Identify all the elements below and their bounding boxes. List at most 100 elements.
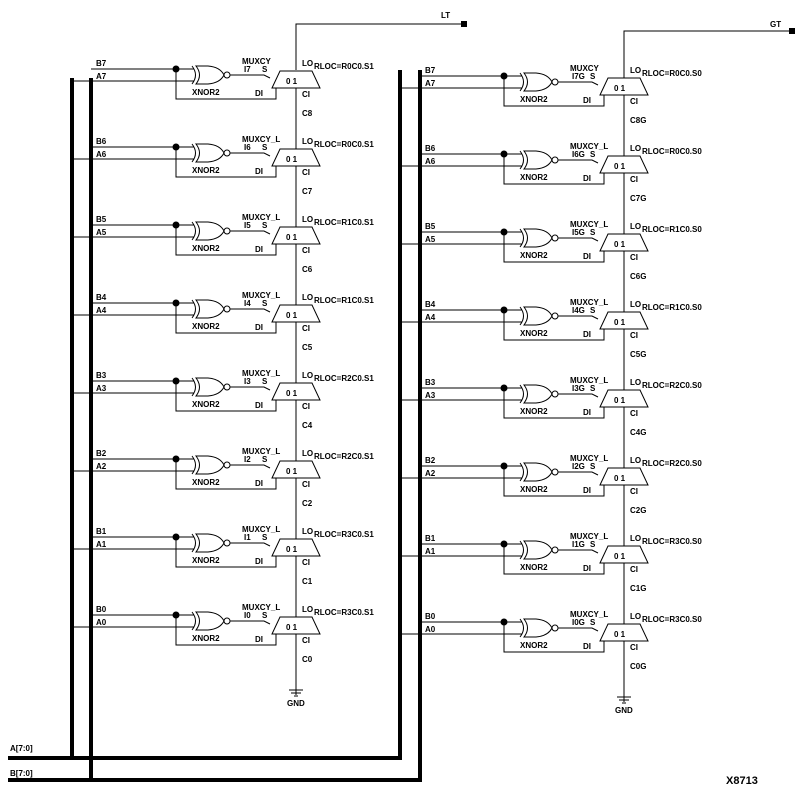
mux-name: MUXCY_L [242, 135, 280, 144]
xnor-label: XNOR2 [520, 173, 548, 182]
xnor-back-arc [191, 377, 196, 397]
xnor-output-label: I0 [244, 611, 251, 620]
di-label: DI [255, 167, 263, 176]
rloc-label: RLOC=R1C0.S1 [314, 218, 374, 227]
xnor-bubble [551, 390, 559, 398]
xnor-output-label: I5G [572, 228, 585, 237]
mux-name: MUXCY_L [570, 454, 608, 463]
xnor-bubble [551, 156, 559, 164]
rloc-label: RLOC=R3C0.S1 [314, 608, 374, 617]
di-wire [175, 303, 277, 334]
xnor-back-arc [191, 455, 196, 475]
di-label: DI [255, 557, 263, 566]
s-label: S [590, 150, 596, 159]
s-wire [230, 386, 271, 391]
xnor-gate [522, 540, 553, 560]
di-label: DI [583, 564, 591, 573]
s-label: S [590, 306, 596, 315]
xnor-bubble [223, 617, 231, 625]
mux-name: MUXCY_L [242, 213, 280, 222]
xnor-bubble [551, 624, 559, 632]
mux-name: MUXCY [242, 57, 272, 66]
mux-inputs-label: 0 1 [614, 396, 626, 405]
xnor-bubble [551, 78, 559, 86]
xnor-bubble [551, 546, 559, 554]
mux-name: MUXCY_L [242, 603, 280, 612]
mux-inputs-label: 0 1 [286, 389, 298, 398]
di-label: DI [255, 635, 263, 644]
di-wire [503, 76, 605, 107]
xnor-back-arc [519, 618, 524, 638]
rloc-label: RLOC=R1C0.S1 [314, 296, 374, 305]
bus-b-label: B[7:0] [10, 769, 33, 778]
lo-label: LO [630, 222, 641, 231]
xnor-output-label: I7G [572, 72, 585, 81]
rloc-label: RLOC=R1C0.S0 [642, 225, 702, 234]
di-label: DI [583, 642, 591, 651]
a-input-label: A4 [425, 313, 436, 322]
di-wire [175, 615, 277, 646]
xnor-label: XNOR2 [520, 563, 548, 572]
lo-label: LO [302, 605, 313, 614]
mux-name: MUXCY_L [242, 525, 280, 534]
s-wire [230, 542, 271, 547]
rloc-label: RLOC=R1C0.S0 [642, 303, 702, 312]
b-input-label: B1 [425, 534, 436, 543]
mux [599, 467, 649, 486]
mux-inputs-label: 0 1 [614, 630, 626, 639]
ci-label: CI [630, 643, 638, 652]
a-input-label: A3 [96, 384, 107, 393]
di-wire [503, 466, 605, 497]
ci-label: CI [630, 331, 638, 340]
mux [271, 382, 321, 401]
xnor-label: XNOR2 [192, 478, 220, 487]
lo-label: LO [630, 534, 641, 543]
mux-name: MUXCY_L [570, 142, 608, 151]
b-input-label: B2 [425, 456, 436, 465]
xnor-bubble [223, 461, 231, 469]
a-input-label: A6 [425, 157, 436, 166]
xnor-output-label: I0G [572, 618, 585, 627]
s-label: S [590, 462, 596, 471]
mux [599, 545, 649, 564]
di-label: DI [583, 252, 591, 261]
di-label: DI [255, 89, 263, 98]
mux-name: MUXCY_L [242, 369, 280, 378]
carry-label: C5G [630, 350, 646, 359]
mux-inputs-label: 0 1 [286, 155, 298, 164]
xnor-output-label: I7 [244, 65, 251, 74]
s-wire [558, 393, 599, 398]
a-input-label: A0 [425, 625, 436, 634]
mux-inputs-label: 0 1 [614, 552, 626, 561]
carry-label: C8 [302, 109, 313, 118]
s-wire [558, 237, 599, 242]
xnor-back-arc [191, 143, 196, 163]
di-label: DI [255, 401, 263, 410]
ci-label: CI [630, 487, 638, 496]
s-wire [558, 81, 599, 86]
mux-inputs-label: 0 1 [614, 474, 626, 483]
mux-inputs-label: 0 1 [614, 240, 626, 249]
a-input-label: A2 [425, 469, 436, 478]
di-wire [175, 147, 277, 178]
mux [271, 148, 321, 167]
xnor-output-label: I6 [244, 143, 251, 152]
s-wire [230, 308, 271, 313]
ci-label: CI [302, 168, 310, 177]
xnor-back-arc [519, 72, 524, 92]
di-wire [503, 232, 605, 263]
rloc-label: RLOC=R0C0.S0 [642, 147, 702, 156]
lo-label: LO [630, 144, 641, 153]
di-wire [175, 459, 277, 490]
a-input-label: A3 [425, 391, 436, 400]
